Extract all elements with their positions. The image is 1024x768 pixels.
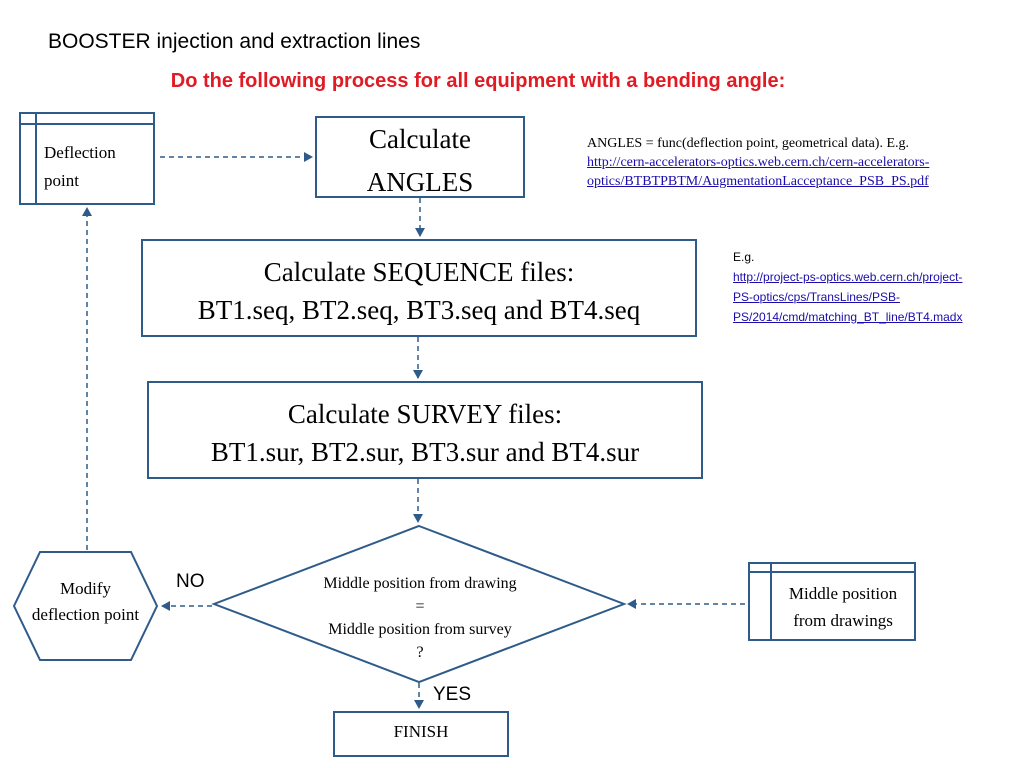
calc-sequence-line2: BT1.seq, BT2.seq, BT3.seq and BT4.seq — [197, 295, 641, 325]
modify-line1: Modify — [60, 579, 111, 598]
sequence-note-text: E.g. — [733, 250, 755, 264]
modify-label: Modify deflection point — [14, 576, 157, 628]
deflection-point-line2: point — [44, 171, 79, 190]
page-title: BOOSTER injection and extraction lines — [48, 30, 421, 53]
modify-hexagon — [12, 551, 159, 661]
calc-angles-line2: ANGLES — [366, 167, 474, 197]
sequence-note-link-line2[interactable]: PS-optics/cps/TransLines/PSB- — [733, 290, 900, 304]
calc-survey-box — [147, 381, 703, 479]
decision-label: Middle position from drawing = Middle po… — [274, 572, 566, 664]
middle-drawings-line1: Middle position — [788, 584, 898, 603]
edge-label-yes: YES — [433, 684, 472, 705]
middle-drawings-box — [748, 562, 916, 641]
decision-line1: Middle position from drawing — [323, 575, 517, 592]
calc-angles-label: Calculate ANGLES — [316, 118, 524, 204]
decision-line3: Middle position from survey — [328, 621, 512, 638]
calc-sequence-label: Calculate SEQUENCE files: BT1.seq, BT2.s… — [142, 253, 696, 329]
calc-angles-line1: Calculate — [369, 124, 471, 154]
calc-sequence-line1: Calculate SEQUENCE files: — [263, 257, 575, 287]
angles-note-link-line2[interactable]: optics/BTBTPBTM/AugmentationLacceptance_… — [587, 174, 929, 189]
angles-note: ANGLES = func(deflection point, geometri… — [587, 134, 1017, 191]
edge-label-no: NO — [176, 571, 205, 592]
calc-sequence-box — [141, 239, 697, 337]
angles-note-link-line1[interactable]: http://cern-accelerators-optics.web.cern… — [587, 155, 930, 170]
page-subtitle: Do the following process for all equipme… — [170, 70, 786, 92]
calc-survey-line2: BT1.sur, BT2.sur, BT3.sur and BT4.sur — [210, 437, 640, 467]
calc-angles-box — [315, 116, 525, 198]
middle-drawings-line2: from drawings — [793, 611, 893, 630]
sequence-note: E.g. http://project-ps-optics.web.cern.c… — [733, 247, 1023, 327]
calc-survey-label: Calculate SURVEY files: BT1.sur, BT2.sur… — [148, 395, 702, 471]
finish-label: FINISH — [393, 722, 449, 741]
deflection-point-label: Deflection point — [44, 139, 144, 195]
deflection-point-line1: Deflection — [44, 143, 116, 162]
sequence-note-link-line3[interactable]: PS/2014/cmd/matching_BT_line/BT4.madx — [733, 310, 963, 324]
angles-note-text: ANGLES = func(deflection point, geometri… — [587, 136, 910, 151]
deflection-point-box — [19, 112, 155, 205]
decision-line4: ? — [416, 644, 424, 661]
calc-survey-line1: Calculate SURVEY files: — [287, 399, 563, 429]
decision-diamond — [211, 524, 627, 684]
decision-line2: = — [415, 598, 425, 615]
sequence-note-link-line1[interactable]: http://project-ps-optics.web.cern.ch/pro… — [733, 270, 963, 284]
modify-line2: deflection point — [31, 605, 140, 624]
finish-box — [333, 711, 509, 757]
middle-drawings-label: Middle position from drawings — [771, 580, 915, 634]
